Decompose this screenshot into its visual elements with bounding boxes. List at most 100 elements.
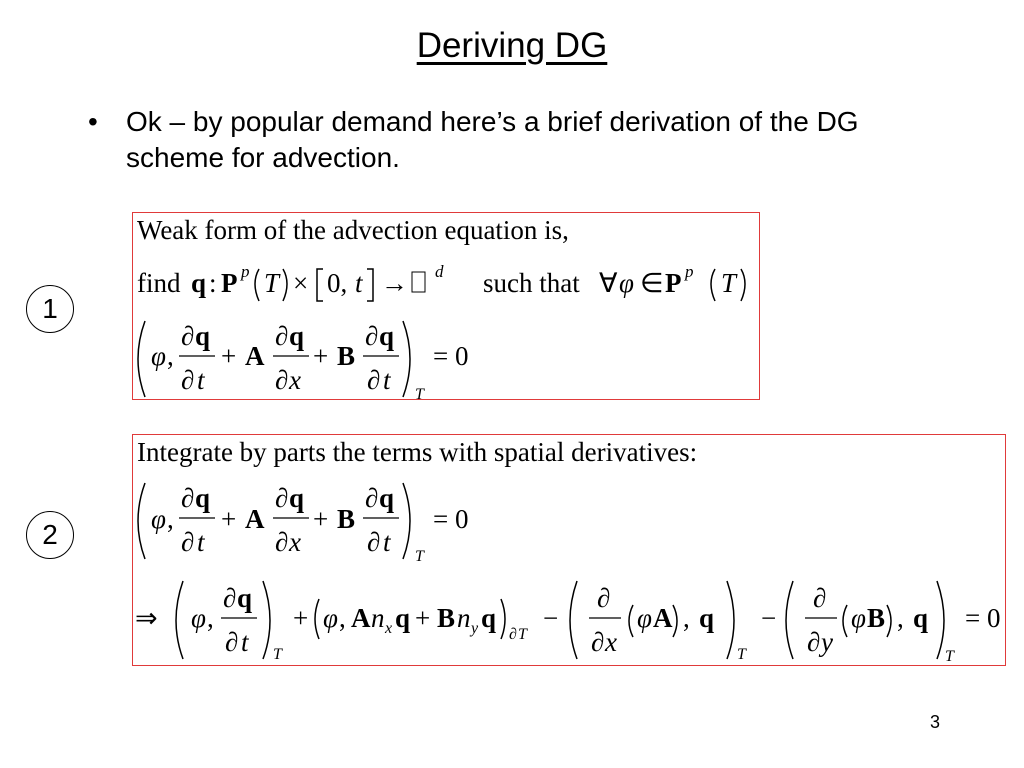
svg-text:q: q <box>237 583 252 613</box>
svg-text:T: T <box>737 646 747 663</box>
svg-text:p: p <box>240 262 250 281</box>
svg-text:P: P <box>665 268 682 298</box>
svg-text:∂: ∂ <box>181 321 194 351</box>
svg-text:0,: 0, <box>327 268 347 298</box>
svg-text:,: , <box>207 603 214 633</box>
step-2-label: 2 <box>42 519 58 550</box>
svg-text:T: T <box>264 268 281 298</box>
svg-text:φ: φ <box>151 504 166 534</box>
step-1-label: 1 <box>42 293 58 324</box>
svg-text:+: + <box>313 341 328 371</box>
svg-text:,: , <box>683 603 690 633</box>
svg-text:x: x <box>604 627 617 657</box>
svg-text:∂: ∂ <box>223 583 236 613</box>
svg-text:∂: ∂ <box>591 627 604 657</box>
svg-text:φ: φ <box>151 341 166 371</box>
weak-form-caption: Weak form of the advection equation is, <box>137 215 569 245</box>
svg-text:+: + <box>415 603 430 633</box>
svg-text:q: q <box>195 483 210 513</box>
svg-text:q: q <box>289 483 304 513</box>
box2-equals-zero-1: = 0 <box>433 504 468 534</box>
svg-text:∂: ∂ <box>367 365 380 395</box>
svg-text:T: T <box>518 626 528 643</box>
svg-text:t: t <box>197 365 206 395</box>
svg-text:∂: ∂ <box>225 627 238 657</box>
svg-text:⇒: ⇒ <box>135 603 158 633</box>
svg-text:x: x <box>288 527 301 557</box>
integrate-by-parts-box: Integrate by parts the terms with spatia… <box>132 434 1006 666</box>
svg-text:d: d <box>435 262 444 281</box>
svg-text:→: → <box>381 268 408 298</box>
svg-text:q: q <box>289 321 304 351</box>
svg-text:T: T <box>273 646 283 663</box>
box1-equals-zero: = 0 <box>433 341 468 371</box>
bullet-text: Ok – by popular demand here’s a brief de… <box>126 106 859 173</box>
weak-form-box: Weak form of the advection equation is, … <box>132 212 760 400</box>
svg-text:∂: ∂ <box>367 527 380 557</box>
svg-text:y: y <box>818 627 833 657</box>
svg-text:×: × <box>293 268 308 298</box>
svg-text:P: P <box>221 268 238 298</box>
svg-text:,: , <box>339 603 346 633</box>
page-number: 3 <box>929 712 940 732</box>
svg-text:−: − <box>761 603 776 633</box>
svg-text:A: A <box>245 504 265 534</box>
weak-form-equations: find q : P p T × 0, t → d such that ∀ φ … <box>137 262 746 399</box>
svg-text:q: q <box>191 268 206 298</box>
integrate-caption: Integrate by parts the terms with spatia… <box>137 437 698 467</box>
svg-text:t: t <box>383 365 392 395</box>
svg-text:∂: ∂ <box>275 321 288 351</box>
svg-text:q: q <box>699 603 714 633</box>
svg-text:,: , <box>167 341 174 371</box>
svg-text:∂: ∂ <box>181 483 194 513</box>
box2-equals-zero-2: = 0 <box>965 603 1000 633</box>
svg-text:B: B <box>437 603 455 633</box>
svg-text:t: t <box>383 527 392 557</box>
svg-text:x: x <box>288 365 301 395</box>
svg-text::: : <box>209 268 217 298</box>
svg-text:q: q <box>195 321 210 351</box>
svg-text:T: T <box>945 648 955 665</box>
svg-text:∂: ∂ <box>365 321 378 351</box>
svg-text:φ: φ <box>191 603 206 633</box>
svg-text:q: q <box>395 603 410 633</box>
svg-text:−: − <box>543 603 558 633</box>
svg-text:φ: φ <box>851 603 866 633</box>
svg-text:q: q <box>481 603 496 633</box>
svg-text:T: T <box>721 268 738 298</box>
svg-text:T: T <box>415 548 425 565</box>
svg-text:t: t <box>355 268 364 298</box>
step-2-marker: 2 <box>26 511 74 559</box>
svg-text:∀: ∀ <box>599 268 618 298</box>
bullet-dot-icon: • <box>88 106 98 137</box>
svg-text:∂: ∂ <box>807 627 820 657</box>
svg-text:A: A <box>653 603 673 633</box>
svg-text:B: B <box>337 341 355 371</box>
svg-text:+: + <box>221 504 236 534</box>
svg-text:x: x <box>384 620 392 637</box>
svg-text:t: t <box>197 527 206 557</box>
svg-text:y: y <box>469 620 479 637</box>
svg-text:∂: ∂ <box>181 527 194 557</box>
such-that-words: such that <box>483 268 580 298</box>
svg-text:A: A <box>245 341 265 371</box>
svg-text:t: t <box>241 627 250 657</box>
svg-text:q: q <box>379 483 394 513</box>
svg-text:A: A <box>351 603 371 633</box>
svg-text:,: , <box>897 603 904 633</box>
svg-text:∂: ∂ <box>813 583 826 613</box>
svg-text:φ: φ <box>637 603 652 633</box>
svg-text:+: + <box>221 341 236 371</box>
svg-text:∂: ∂ <box>275 527 288 557</box>
svg-text:∂: ∂ <box>181 365 194 395</box>
svg-text:φ: φ <box>619 268 634 298</box>
svg-text:p: p <box>684 262 694 281</box>
svg-text:∂: ∂ <box>509 626 517 643</box>
svg-text:∂: ∂ <box>365 483 378 513</box>
svg-text:,: , <box>167 504 174 534</box>
svg-text:+: + <box>313 504 328 534</box>
integrate-equations: φ , ∂q ∂t + A ∂q ∂x + B ∂q ∂t T = 0 ⇒ φ … <box>135 482 1000 665</box>
svg-text:φ: φ <box>323 603 338 633</box>
svg-text:∂: ∂ <box>597 583 610 613</box>
find-word: find <box>137 268 181 298</box>
